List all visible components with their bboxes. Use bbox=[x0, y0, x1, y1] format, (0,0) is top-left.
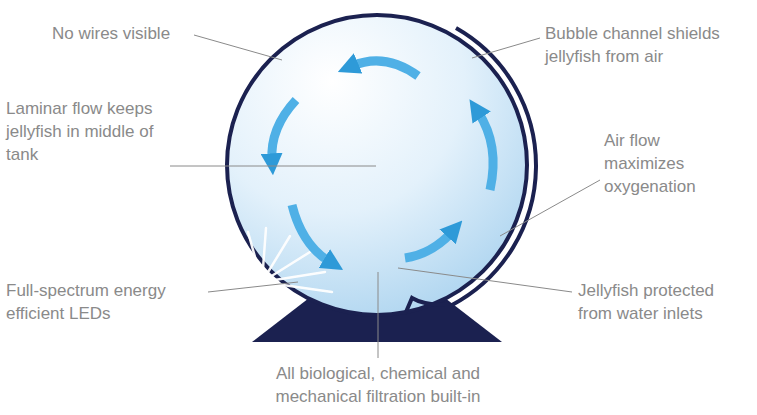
callout-text: No wires visible bbox=[52, 24, 170, 43]
flow-arrows bbox=[272, 61, 493, 262]
callout-label: No wires visible bbox=[52, 22, 202, 45]
callout-text: Full-spectrum energy efficient LEDs bbox=[6, 281, 166, 323]
callout-text: All biological, chemical and mechanical … bbox=[275, 364, 480, 406]
callout-label: Laminar flow keeps jellyfish in middle o… bbox=[6, 97, 168, 166]
bubble-channel bbox=[406, 28, 536, 312]
callout-label: Jellyfish protected from water inlets bbox=[578, 279, 750, 325]
callout-text: Air flow maximizes oxygenation bbox=[604, 131, 696, 196]
callout-label: Full-spectrum energy efficient LEDs bbox=[6, 279, 206, 325]
tank-sphere bbox=[227, 15, 527, 315]
callout-text: Laminar flow keeps jellyfish in middle o… bbox=[6, 99, 153, 164]
callout-label: Air flow maximizes oxygenation bbox=[604, 129, 724, 198]
callout-text: Bubble channel shields jellyfish from ai… bbox=[545, 24, 720, 66]
leader-lines bbox=[170, 35, 600, 358]
callout-label: All biological, chemical and mechanical … bbox=[253, 362, 503, 408]
callout-text: Jellyfish protected from water inlets bbox=[578, 281, 714, 323]
led-rays bbox=[240, 228, 332, 292]
callout-label: Bubble channel shields jellyfish from ai… bbox=[545, 22, 750, 68]
